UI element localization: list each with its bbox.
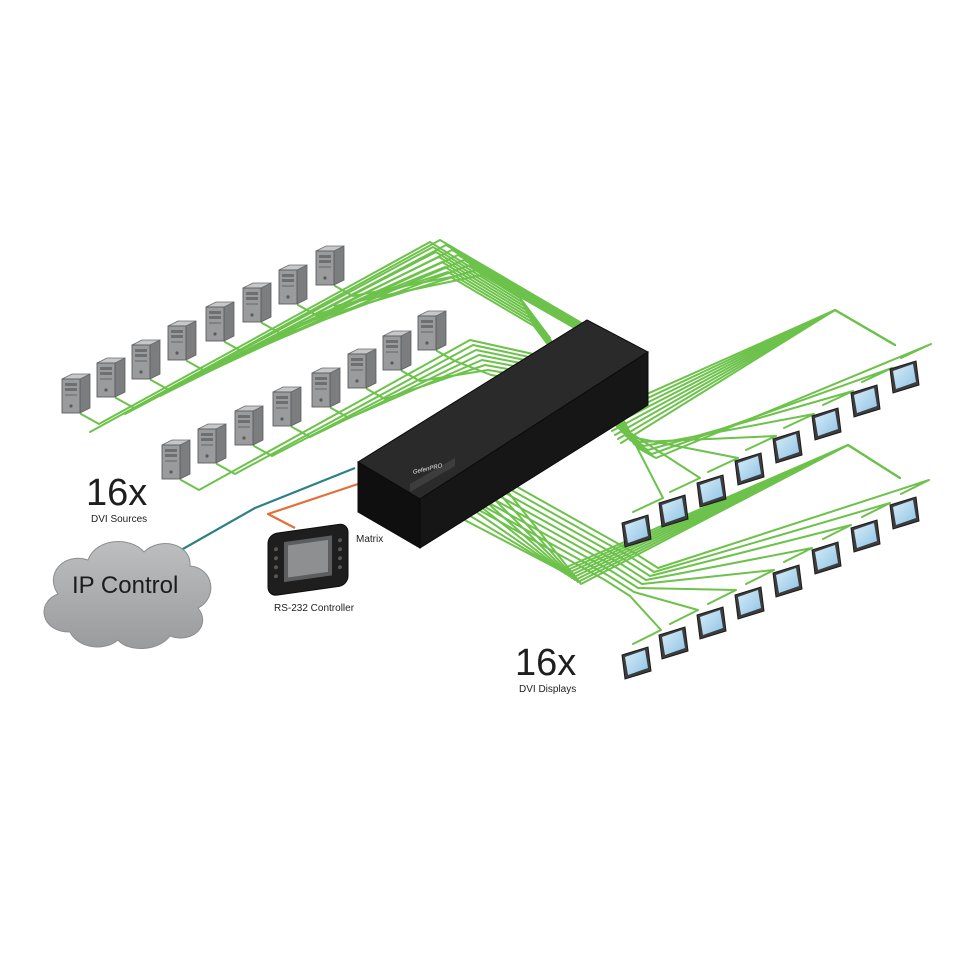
rs232-controller [267,523,349,596]
source-computer-11 [234,405,264,446]
display-cables [454,309,932,645]
dvi-display-1 [621,514,652,548]
source-computer-6 [242,282,272,323]
control-cables [159,466,359,563]
displays-count-label: 16x [515,642,577,684]
rs232-controller-label: RS-232 Controller [274,603,355,614]
source-computer-8 [315,245,345,286]
dvi-sources-group [61,245,447,480]
source-computer-1 [61,373,91,414]
source-computer-14 [347,348,377,389]
source-computer-9 [161,439,191,480]
matrix-switcher [357,319,649,549]
source-computer-3 [131,339,161,380]
dvi-display-9 [621,646,652,680]
source-computer-15 [382,330,412,371]
dvi-display-13 [772,564,803,598]
dvi-display-7 [850,384,881,418]
source-computer-10 [197,423,227,464]
dvi-display-10 [658,626,689,660]
ip-control-label: IP Control [72,572,179,599]
dvi-display-4 [734,452,765,486]
source-computer-12 [272,386,302,427]
source-computer-2 [96,357,126,398]
sources-caption-label: DVI Sources [91,514,148,525]
dvi-display-14 [811,541,842,575]
dvi-display-16 [889,496,920,530]
source-computer-4 [167,320,197,361]
source-computer-5 [205,301,235,342]
dvi-display-11 [696,606,727,640]
ip-control-cloud [43,541,212,650]
source-computer-16 [417,310,447,351]
dvi-displays-group [621,360,920,680]
dvi-display-8 [889,360,920,394]
dvi-display-3 [696,474,727,508]
displays-caption-label: DVI Displays [519,684,577,695]
source-computer-7 [278,264,308,305]
dvi-display-6 [811,407,842,441]
dvi-display-12 [734,586,765,620]
dvi-display-15 [850,519,881,553]
matrix-label: Matrix [356,534,384,545]
source-computer-13 [311,367,341,408]
dvi-display-5 [772,430,803,464]
dvi-display-2 [658,494,689,528]
sources-count-label: 16x [86,472,148,514]
